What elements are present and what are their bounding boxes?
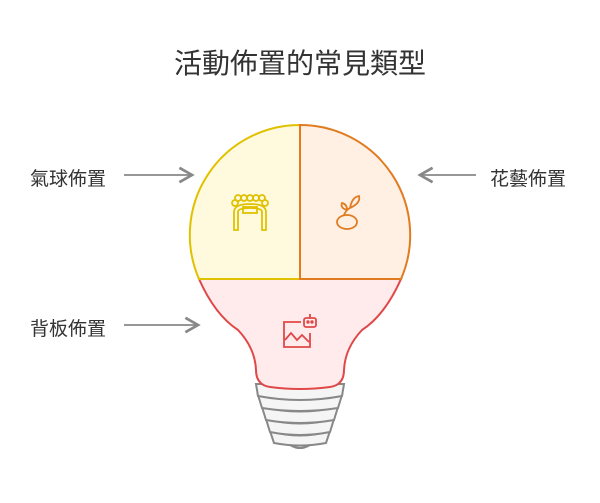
label-flower: 花藝佈置	[490, 168, 567, 190]
balloon-arch-icon	[231, 194, 269, 231]
section-balloon	[188, 123, 301, 280]
bulb-base	[254, 383, 346, 449]
flower-vase-icon	[336, 194, 361, 230]
label-balloon: 氣球佈置	[30, 168, 107, 190]
page-title: 活動佈置的常見類型	[173, 47, 426, 80]
section-backdrop	[197, 278, 403, 390]
section-flower	[299, 123, 412, 280]
label-backdrop: 背板佈置	[30, 318, 107, 340]
ai-image-icon	[283, 314, 317, 348]
